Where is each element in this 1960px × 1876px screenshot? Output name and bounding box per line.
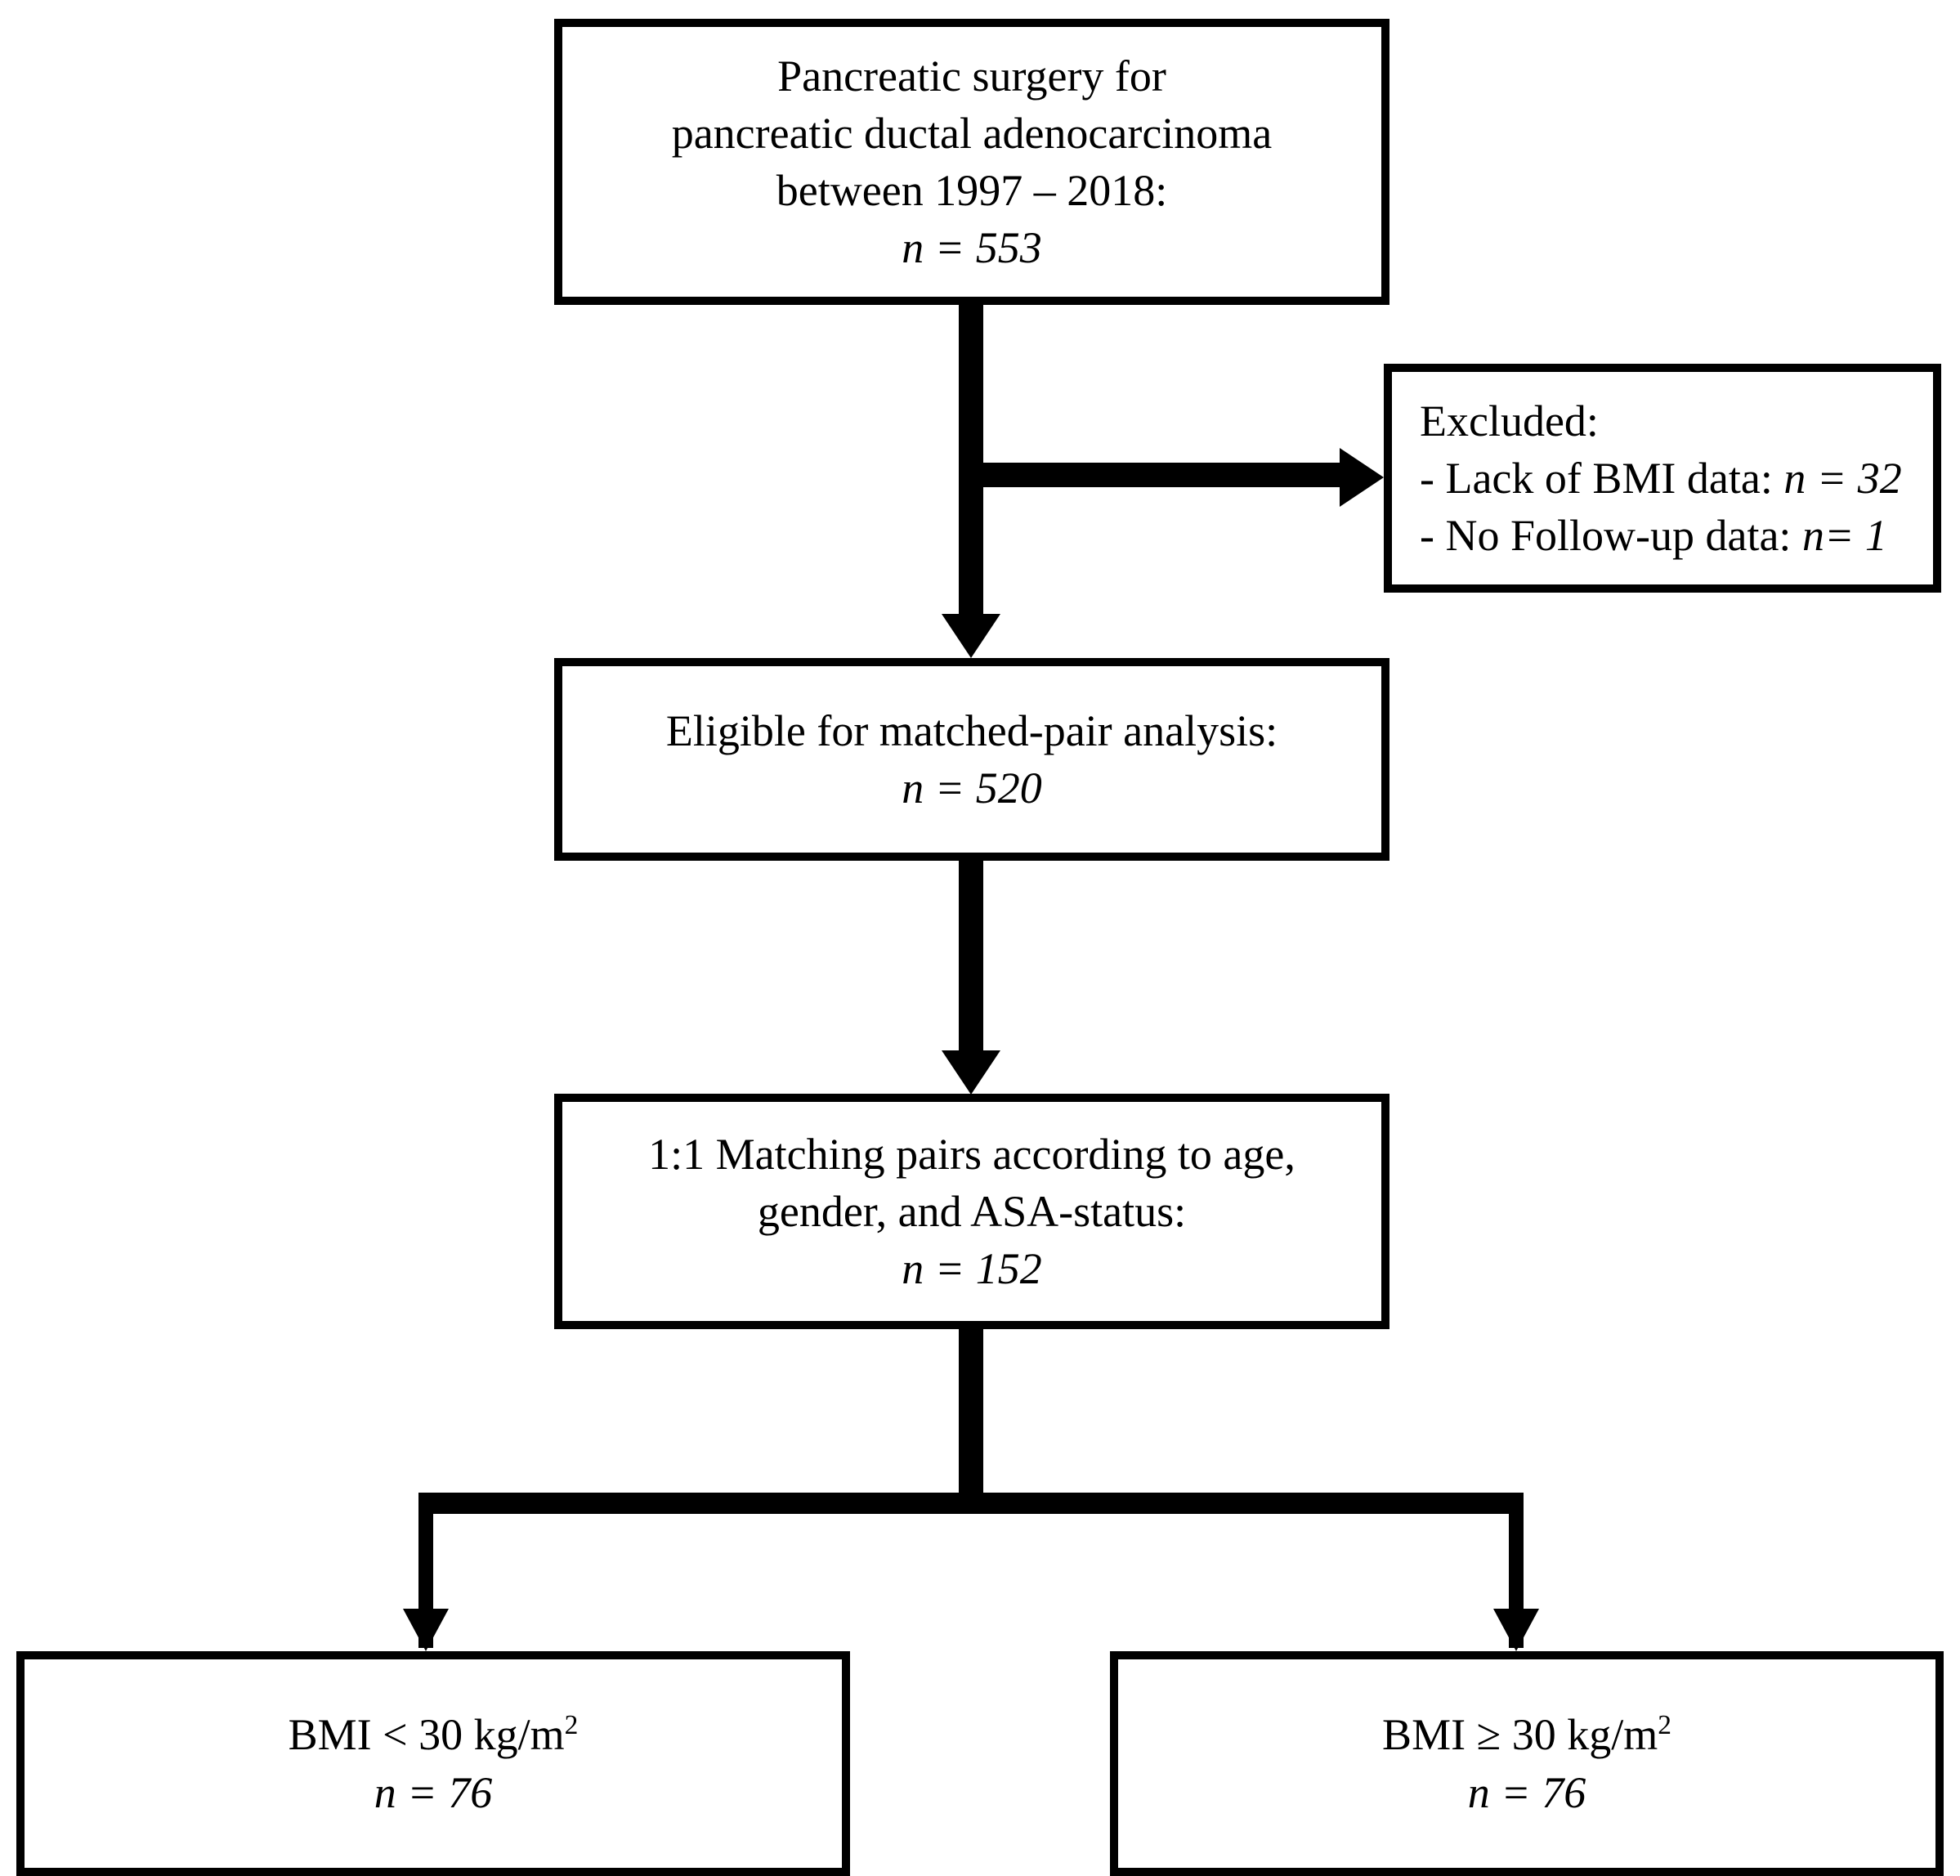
node-matching-pairs: 1:1 Matching pairs according to age, gen… [554, 1094, 1389, 1329]
matching-line-2: gender, and ASA-status: [757, 1186, 1187, 1236]
excluded-item-1: - Lack of BMI data: n = 32 [1420, 450, 1918, 507]
node-excluded-text: Excluded: - Lack of BMI data: n = 32 - N… [1392, 392, 1933, 565]
excluded-heading: Excluded: [1420, 396, 1599, 445]
excluded-item-1-label: n [1783, 453, 1806, 503]
bmi-high-exponent: 2 [1658, 1710, 1671, 1741]
excluded-item-2-label: n [1801, 511, 1824, 561]
node-eligible-cohort: Eligible for matched-pair analysis: n = … [554, 658, 1389, 861]
connector-source-to-excluded-line [983, 463, 1343, 487]
eligible-count: n = 520 [577, 759, 1367, 817]
source-line-1: Pancreatic surgery for [777, 51, 1166, 101]
bmi-high-count-label: n [1467, 1767, 1490, 1817]
bmi-low-count-label: n [374, 1767, 396, 1817]
excluded-item-1-text: - Lack of BMI data: [1420, 453, 1784, 503]
arrowhead-down-to-bmi-low-icon [403, 1609, 449, 1651]
bmi-high-count-value: = 76 [1501, 1767, 1586, 1817]
bmi-low-count: n = 76 [39, 1764, 827, 1821]
node-eligible-text: Eligible for matched-pair analysis: n = … [562, 702, 1381, 817]
bmi-high-measure: BMI ≥ 30 kg/m2 [1133, 1706, 1921, 1763]
excluded-item-2: - No Follow-up data: n= 1 [1420, 507, 1918, 564]
bmi-low-count-value: = 76 [407, 1767, 493, 1817]
arrowhead-right-to-excluded-icon [1340, 448, 1384, 507]
eligible-count-label: n [902, 763, 924, 813]
bmi-low-exponent: 2 [564, 1710, 579, 1741]
bmi-low-measure: BMI < 30 kg/m2 [39, 1706, 827, 1763]
arrowhead-down-to-eligible-icon [942, 614, 1000, 658]
source-count-label: n [902, 223, 924, 273]
node-bmi-high-text: BMI ≥ 30 kg/m2 n = 76 [1118, 1706, 1935, 1820]
matching-count-value: = 152 [934, 1244, 1042, 1294]
bmi-high-measure-text: BMI ≥ 30 kg/m [1382, 1710, 1658, 1760]
node-source-text: Pancreatic surgery for pancreatic ductal… [562, 47, 1381, 277]
excluded-item-2-text: - No Follow-up data: [1420, 511, 1802, 561]
excluded-item-1-value: = 32 [1806, 453, 1902, 503]
source-line-2: pancreatic ductal adenocarcinoma [671, 108, 1273, 158]
connector-split-bar [418, 1493, 1524, 1514]
connector-eligible-to-matching-line [959, 861, 983, 1050]
arrowhead-down-to-bmi-high-icon [1493, 1609, 1539, 1651]
node-source-cohort: Pancreatic surgery for pancreatic ductal… [554, 19, 1389, 305]
matching-count-label: n [902, 1244, 924, 1294]
eligible-line-1: Eligible for matched-pair analysis: [665, 705, 1278, 755]
matching-line-1: 1:1 Matching pairs according to age, [648, 1129, 1295, 1179]
arrowhead-down-to-matching-icon [942, 1050, 1000, 1095]
source-line-3: between 1997 – 2018: [776, 166, 1168, 215]
bmi-high-count: n = 76 [1133, 1764, 1921, 1821]
excluded-item-2-value: = 1 [1824, 511, 1887, 561]
bmi-low-measure-text: BMI < 30 kg/m [288, 1710, 565, 1760]
node-bmi-low-text: BMI < 30 kg/m2 n = 76 [25, 1706, 842, 1820]
matching-count: n = 152 [577, 1240, 1367, 1297]
eligible-count-value: = 520 [934, 763, 1042, 813]
node-bmi-above-30: BMI ≥ 30 kg/m2 n = 76 [1110, 1651, 1944, 1876]
node-excluded: Excluded: - Lack of BMI data: n = 32 - N… [1384, 364, 1941, 593]
connector-source-to-eligible-line [959, 305, 983, 614]
connector-matching-stem [959, 1329, 983, 1493]
source-count: n = 553 [577, 219, 1367, 276]
source-count-value: = 553 [934, 223, 1042, 273]
node-matching-text: 1:1 Matching pairs according to age, gen… [562, 1126, 1381, 1298]
node-bmi-below-30: BMI < 30 kg/m2 n = 76 [16, 1651, 850, 1876]
